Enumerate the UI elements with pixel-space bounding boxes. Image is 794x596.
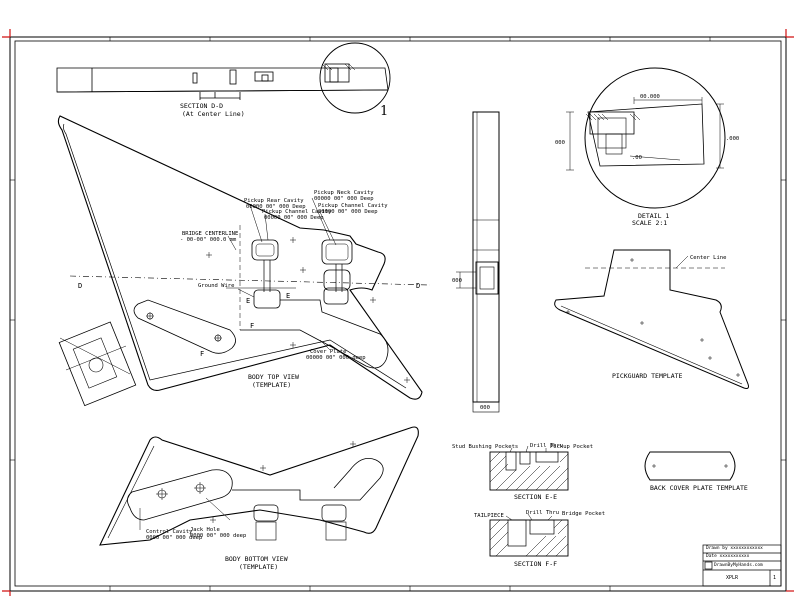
detail-callout-number: 1 xyxy=(380,104,389,119)
callout-bridge: BRIDGE CENTERLINE xyxy=(182,231,239,237)
section-f-title: SECTION F-F xyxy=(514,560,558,568)
sheet-border-outer xyxy=(9,36,787,592)
detail-1-view xyxy=(566,67,726,209)
callout-pickup-cavity-1: Pickup Rear Cavity xyxy=(244,198,304,204)
body-bottom-view xyxy=(99,426,419,546)
title-block-drawn-by: Drawn by xxxxxxxxxxxx xyxy=(706,546,763,551)
dim-neck-side: 000 xyxy=(452,278,462,284)
section-d-title: SECTION D-D xyxy=(180,102,224,110)
body-bottom-subtitle: (TEMPLATE) xyxy=(239,563,279,571)
callout-bridge-sub: - 00-00" 000.0 mm xyxy=(180,237,237,243)
callout-drill-thru-2: Drill Thru xyxy=(526,510,560,516)
section-f-view xyxy=(489,513,569,557)
callout-pickup-channel: Pickup Channel Cavity xyxy=(262,209,332,215)
dim-detail-left: 000 xyxy=(555,140,565,146)
section-d-hatch xyxy=(321,63,356,71)
title-block-sheet-number: 1 xyxy=(773,575,777,581)
callout-cover-cavity-sub: 00000 00" 000 deep xyxy=(306,355,366,361)
marker-e1: E xyxy=(246,297,251,305)
body-top-outline xyxy=(57,115,423,400)
callout-pickup-pocket: Pickup Pocket xyxy=(550,444,594,450)
marker-e2: E xyxy=(286,292,291,300)
body-top-subtitle: (TEMPLATE) xyxy=(252,381,292,389)
corner-marks xyxy=(2,29,794,596)
section-e-title: SECTION E-E xyxy=(514,493,558,501)
detail-1-callout-circle xyxy=(319,42,391,114)
callout-pickup-channel-2-sub: 00000 00" 000 Deep xyxy=(318,209,378,215)
body-top-view xyxy=(57,115,431,407)
callout-jack-cavity: Jack Hole xyxy=(190,527,220,533)
dim-neck-bottom: 000 xyxy=(480,405,490,411)
callout-center-line: Center Line xyxy=(690,255,727,261)
callout-tailpiece: TAILPIECE xyxy=(474,513,504,519)
neck-side-view xyxy=(456,111,500,413)
sheet-border-inner xyxy=(14,40,782,587)
detail-subtitle: SCALE 2:1 xyxy=(632,219,668,227)
callout-pickup-channel-sub: 00000 00" 000 Deep xyxy=(264,215,324,221)
callout-pickup-cavity-1-sub: 00000 00" 000 Deep xyxy=(246,204,306,210)
callout-ground-wire: Ground Wire xyxy=(198,283,235,289)
title-block xyxy=(702,544,782,587)
zone-ticks xyxy=(10,37,786,591)
callout-control-cavity: Control Cavity xyxy=(146,529,193,535)
marker-d-left: D xyxy=(78,282,83,290)
callout-pickup-cavity-2: Pickup Neck Cavity xyxy=(314,190,374,196)
body-top-title: BODY TOP VIEW xyxy=(248,373,299,381)
title-block-model: XPLR xyxy=(726,575,739,581)
callout-control-cavity-sub: 0000 00" 000 deep xyxy=(146,535,203,541)
section-e-view xyxy=(489,445,569,491)
dim-detail-top: 00.000 xyxy=(640,94,660,100)
callout-stud-bushing: Stud Bushing Pockets xyxy=(452,444,519,450)
callout-jack-cavity-sub: 0000 00" 000 deep xyxy=(190,533,247,539)
callout-pickup-channel-2: Pickup Channel Cavity xyxy=(318,203,388,209)
callout-pickup-cavity-2-sub: 00000 00" 000 Deep xyxy=(314,196,374,202)
title-block-site: DrawnByMyHands.com xyxy=(714,563,763,568)
dim-detail-right: .000 xyxy=(726,136,740,142)
dim-detail-small: .00 xyxy=(632,155,642,161)
callout-drill-thru: Drill Thru xyxy=(530,443,564,449)
back-cover-title: BACK COVER PLATE TEMPLATE xyxy=(650,484,748,492)
pickguard-title: PICKGUARD TEMPLATE xyxy=(612,372,683,380)
pickguard-view xyxy=(554,249,749,389)
callout-bridge-pocket: Bridge Pocket xyxy=(562,511,606,517)
marker-d-right: D xyxy=(416,282,421,290)
marker-f1: F xyxy=(250,322,255,330)
marker-f2: F xyxy=(200,350,205,358)
title-block-date: Date xxxxxxxxxxx xyxy=(706,554,750,559)
detail-title: DETAIL 1 xyxy=(638,212,670,220)
back-cover-view xyxy=(644,451,736,481)
section-d-subtitle: (At Center Line) xyxy=(182,110,245,118)
body-bottom-title: BODY BOTTOM VIEW xyxy=(225,555,288,563)
callout-cover-cavity: Cover Plate xyxy=(310,349,347,355)
